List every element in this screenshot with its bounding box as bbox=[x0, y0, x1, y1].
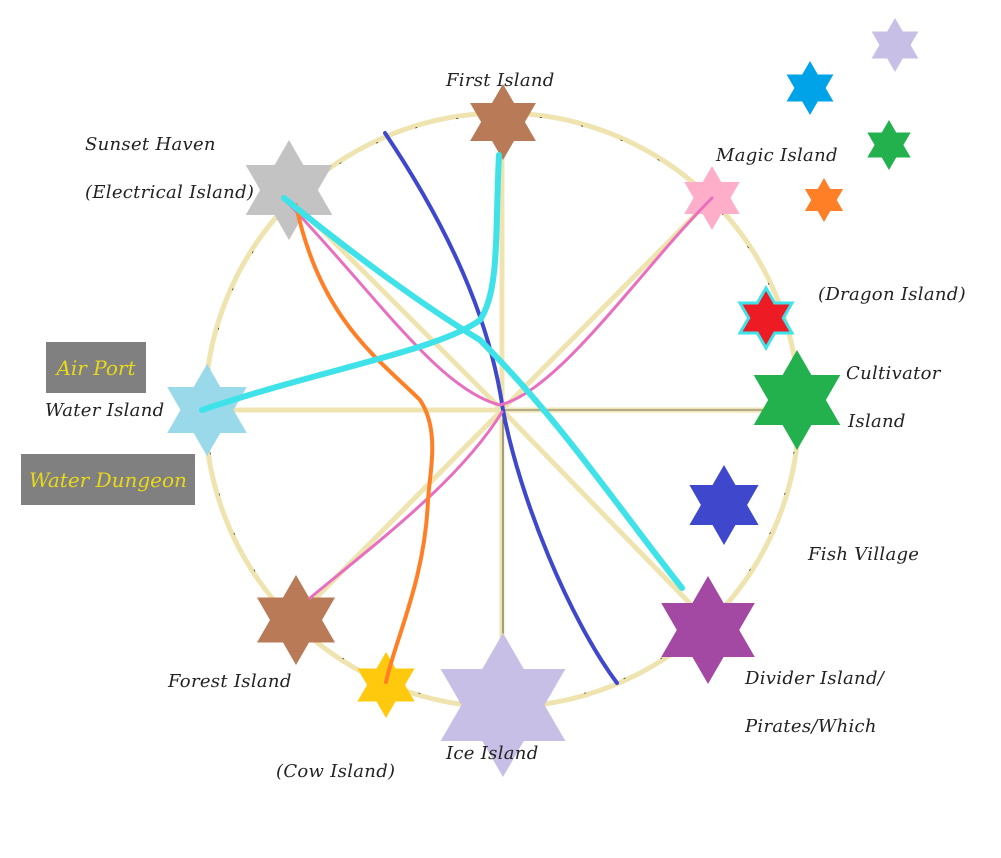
path-blue bbox=[383, 131, 619, 685]
label-first-island: First Island bbox=[446, 70, 555, 91]
label-water-island: Water Island bbox=[45, 400, 165, 421]
path-orange bbox=[294, 203, 435, 684]
label-forest-island: Forest Island bbox=[168, 671, 292, 692]
label-fish-village: Fish Village bbox=[808, 544, 920, 565]
forest-island-star bbox=[257, 575, 335, 665]
water-dungeon-box: Water Dungeon bbox=[21, 454, 195, 505]
ice-island-star bbox=[440, 633, 566, 777]
sunset-haven-star bbox=[245, 140, 333, 240]
path-pink-forest bbox=[308, 410, 504, 600]
label-cultivator-island: Island bbox=[848, 411, 906, 432]
label-electrical-island: (Electrical Island) bbox=[85, 182, 255, 203]
dragon-island-star bbox=[737, 285, 795, 351]
spoke-magic bbox=[500, 196, 714, 412]
paths bbox=[199, 131, 714, 685]
spoke-forest bbox=[294, 408, 504, 620]
label-ice-island: Ice Island bbox=[446, 743, 539, 764]
label-magic-island: Magic Island bbox=[716, 145, 838, 166]
cultivator-island-star bbox=[753, 350, 841, 450]
label-cultivator: Cultivator bbox=[846, 363, 941, 384]
label-pirates-which: Pirates/Which bbox=[745, 716, 877, 737]
legend-star-blue bbox=[786, 61, 834, 115]
fish-village-star bbox=[689, 465, 759, 545]
cow-island-star bbox=[357, 652, 415, 718]
air-port-box: Air Port bbox=[46, 342, 146, 393]
divider-island-star bbox=[661, 576, 755, 684]
path-pink-sunset-magic bbox=[288, 196, 714, 407]
spoke-divider bbox=[500, 408, 710, 624]
path-cyan-sunset-divider bbox=[281, 195, 685, 591]
label-divider-island: Divider Island/ bbox=[745, 668, 885, 689]
label-sunset-haven: Sunset Haven bbox=[85, 134, 216, 155]
label-dragon-island: (Dragon Island) bbox=[818, 284, 966, 305]
label-cow-island: (Cow Island) bbox=[276, 761, 396, 782]
first-island-star bbox=[470, 84, 536, 160]
legend-star-lavender bbox=[871, 18, 919, 72]
legend-star-green bbox=[867, 120, 911, 170]
legend-star-orange bbox=[804, 178, 844, 222]
path-cyan-first bbox=[199, 152, 502, 413]
